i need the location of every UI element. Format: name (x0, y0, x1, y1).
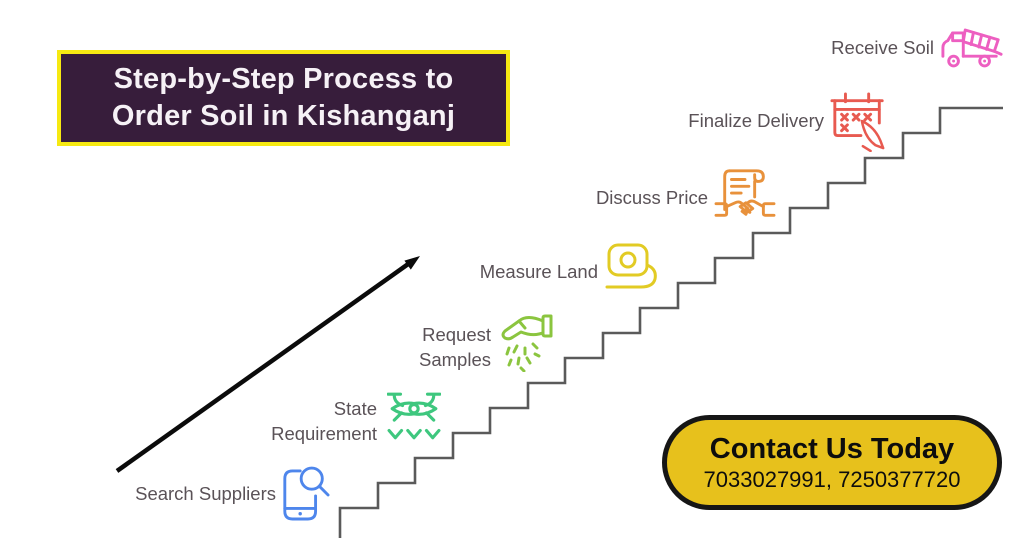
title-box: Step-by-Step Process to Order Soil in Ki… (57, 50, 510, 146)
title-line-2: Order Soil in Kishanganj (111, 100, 456, 132)
contact-phone-numbers: 7033027991, 7250377720 (703, 466, 961, 492)
phone-search-icon (280, 463, 330, 525)
calendar-pen-icon (830, 92, 888, 152)
step-label-state-requirement: State Requirement (271, 398, 377, 444)
hand-sprinkling-icon (497, 312, 553, 372)
staircase-line (338, 106, 1003, 538)
step-label-receive-soil: Receive Soil (831, 37, 934, 58)
step-label-request-samples: Request Samples (419, 324, 491, 370)
survey-drone-icon (387, 391, 441, 443)
title-line-1: Step-by-Step Process to (113, 63, 454, 95)
tape-measure-icon (605, 243, 661, 295)
contact-pill: Contact Us Today 7033027991, 7250377720 (662, 415, 1002, 510)
step-label-measure-land: Measure Land (479, 261, 598, 282)
step-label-finalize-delivery: Finalize Delivery (688, 110, 824, 131)
arrow-head (404, 256, 420, 270)
dump-truck-icon (940, 24, 1004, 69)
arrow-shaft (115, 260, 413, 473)
step-label-search-suppliers: Search Suppliers (135, 483, 276, 504)
contract-handshake-icon (714, 165, 776, 223)
contact-heading: Contact Us Today (709, 432, 955, 465)
step-label-discuss-price: Discuss Price (595, 187, 708, 208)
